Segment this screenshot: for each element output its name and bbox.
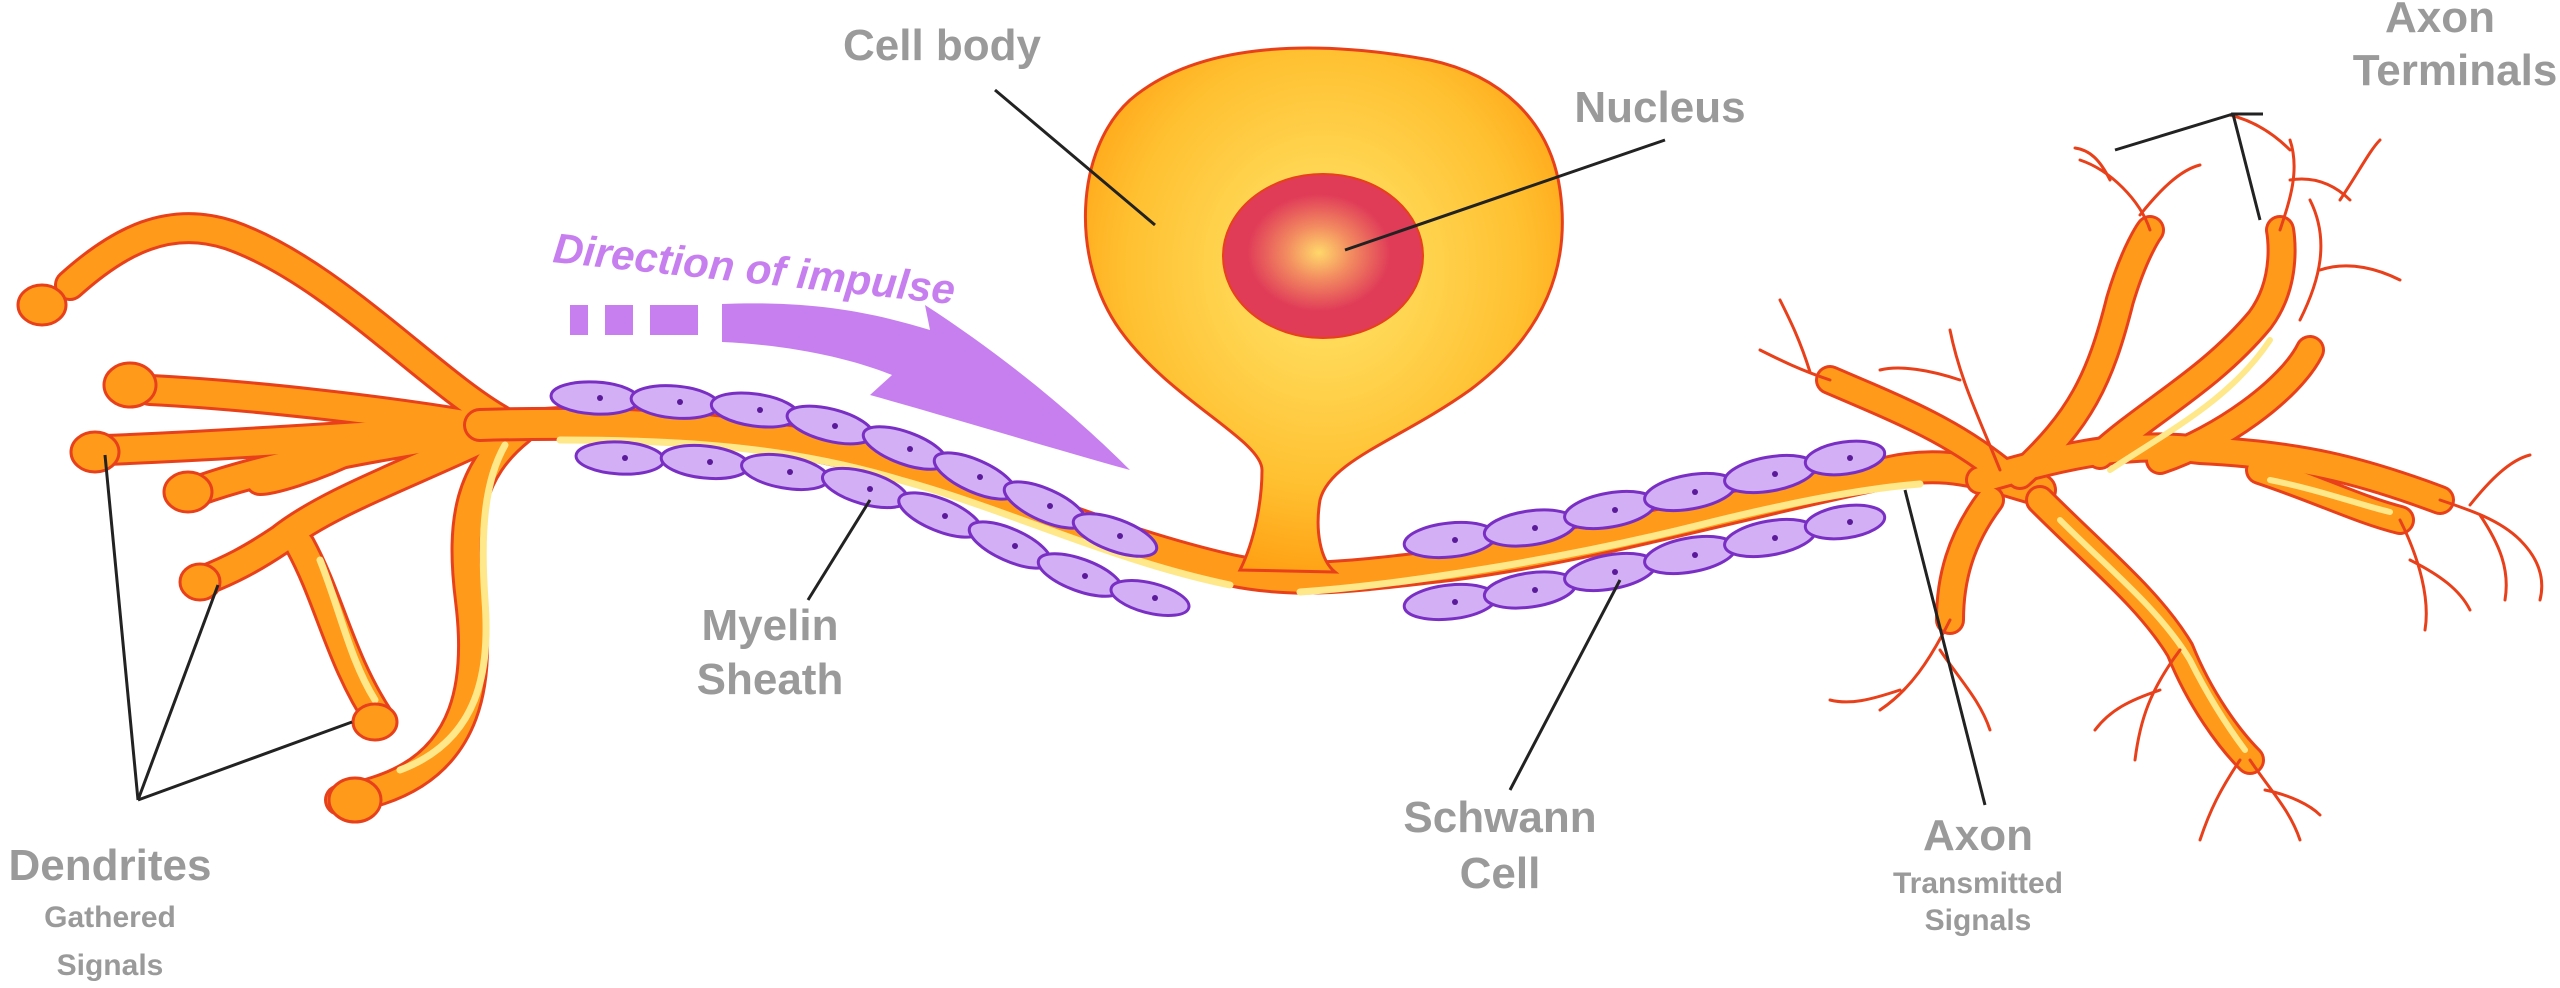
axon-fiber (463, 406, 2057, 596)
axon-sub-line1: Transmitted (1893, 867, 2063, 900)
nucleus (1222, 173, 1424, 339)
schwann-cells (1402, 439, 1887, 622)
myelin-sheath (549, 380, 1191, 617)
schwann-label-line1: Schwann (1403, 793, 1596, 842)
axon-label: Axon (1923, 811, 2033, 860)
myelin-label-line1: Myelin (702, 601, 839, 650)
dendrites (16, 212, 716, 824)
axon-sub-line2: Signals (1925, 904, 2032, 937)
schwann-label-line2: Cell (1460, 849, 1541, 898)
direction-label: Direction of impulse (551, 224, 957, 313)
dendrites-label: Dendrites (9, 841, 212, 890)
axon-terminals (1758, 113, 2544, 842)
direction-arrow (570, 303, 1130, 470)
leader-lines (103, 88, 2263, 806)
schwann-nuclei (1452, 455, 1853, 605)
nucleus-label: Nucleus (1574, 83, 1745, 132)
myelin-label-line2: Sheath (697, 655, 844, 704)
axon-terminals-label-line2: Terminals (2353, 46, 2558, 95)
axon-terminals-label-line1: Axon (2385, 0, 2495, 42)
cell-body-label: Cell body (843, 21, 1042, 70)
dendrites-sub-line2: Signals (57, 949, 164, 982)
dendrites-sub-line1: Gathered (44, 901, 176, 934)
myelin-nuclei (597, 395, 1158, 601)
